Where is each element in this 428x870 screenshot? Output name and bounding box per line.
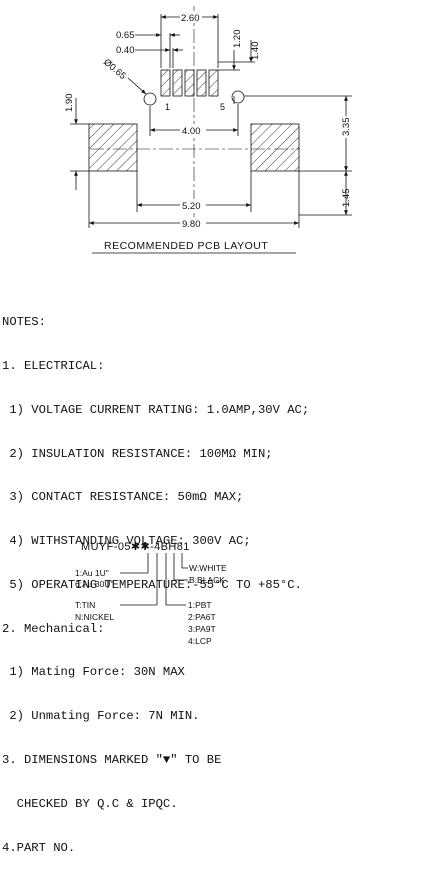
plating-option-1: 1:Au 1U"	[75, 568, 109, 578]
note-line: 2) INSULATION RESISTANCE: 100MΩ MIN;	[2, 446, 273, 461]
note-line: CHECKED BY Q.C & IPQC.	[2, 796, 178, 811]
note-line: 2) Unmating Force: 7N MIN.	[2, 709, 200, 724]
finish-option-tin: T:TIN	[75, 600, 95, 610]
right-mounting-pad	[250, 123, 300, 172]
notes-block: NOTES: 1. ELECTRICAL: 1) VOLTAGE CURRENT…	[2, 286, 428, 870]
material-option-pa9t: 3:PA9T	[188, 624, 216, 634]
material-option-pbt: 1:PBT	[188, 600, 212, 610]
plating-option-6: 6:Au 30U"	[75, 579, 113, 589]
note-line: 2. Mechanical:	[2, 621, 105, 636]
note-line: 1. ELECTRICAL:	[2, 358, 105, 373]
dim-4-00: 4.00	[182, 126, 201, 137]
part-number-code: MUYF-05✱✱-4BH81	[81, 541, 190, 553]
finish-option-nickel: N:NICKEL	[75, 612, 114, 622]
note-line: 4.PART NO.	[2, 840, 76, 855]
pin-5-label: 5	[220, 102, 225, 112]
dim-1-40: 1.40	[250, 42, 261, 61]
dim-1-45: 1.45	[341, 189, 352, 208]
color-option-black: B:BLACK	[189, 575, 225, 585]
left-mounting-pad	[88, 123, 138, 172]
material-option-lcp: 4:LCP	[188, 636, 212, 646]
note-line: 3) CONTACT RESISTANCE: 50mΩ MAX;	[2, 490, 244, 505]
color-option-white: W:WHITE	[189, 563, 227, 573]
dim-5-20: 5.20	[182, 201, 201, 212]
dim-0-40: 0.40	[116, 45, 135, 56]
note-line: 3. DIMENSIONS MARKED "▼" TO BE	[2, 753, 222, 767]
material-option-pa6t: 2:PA6T	[188, 612, 216, 622]
left-hole	[143, 92, 157, 106]
dim-hole-diameter: Ø0.65	[101, 57, 128, 82]
dim-1-20: 1.20	[232, 30, 243, 49]
dim-0-65: 0.65	[116, 30, 135, 41]
dim-1-90: 1.90	[64, 94, 75, 113]
note-line: 5) OPERATING TEMPERATURE:-55°C TO +85°C.	[2, 577, 302, 592]
dim-3-35: 3.35	[341, 118, 352, 137]
pcb-layout-drawing: 2.60 0.65 0.40 Ø0.65 1 5 1.20 1.40 4.00 …	[64, 6, 352, 646]
drawing-title: RECOMMENDED PCB LAYOUT	[104, 240, 268, 252]
pin-1-label: 1	[165, 102, 170, 112]
dim-2-60: 2.60	[181, 13, 200, 24]
notes-title: NOTES:	[2, 315, 46, 330]
note-line: 4) WITHSTANDING VOLTAGE: 300V AC;	[2, 534, 251, 549]
part-number-diagram: MUYF-05✱✱-4BH81 W:WHITE B:BLACK 1:Au 1U"…	[75, 541, 227, 646]
note-line: 1) VOLTAGE CURRENT RATING: 1.0AMP,30V AC…	[2, 402, 310, 417]
right-hole	[231, 90, 245, 104]
dim-9-80: 9.80	[182, 219, 201, 230]
contact-pads	[160, 69, 219, 97]
note-line: 1) Mating Force: 30N MAX	[2, 665, 185, 680]
